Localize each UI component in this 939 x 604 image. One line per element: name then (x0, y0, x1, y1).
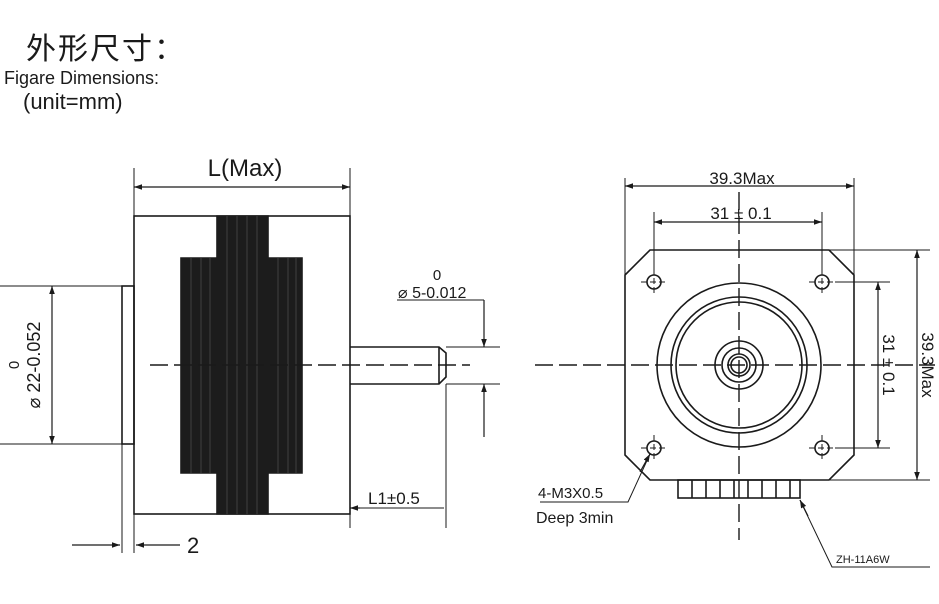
boss-tolerance-top: 0 (6, 361, 23, 369)
shaft-tolerance-top: 0 (433, 267, 441, 284)
flange-boss (121, 285, 135, 445)
stator-winding (180, 215, 303, 515)
shaft-diameter-label: ⌀ 5-0.012 (398, 285, 466, 302)
title-english: Figare Dimensions: (4, 68, 160, 88)
front-view (535, 178, 935, 568)
title-chinese: 外形尺寸： (26, 32, 186, 67)
connector-leader (799, 499, 930, 568)
holes-leader (540, 453, 651, 503)
overall-width-label: 39.3Max (709, 169, 775, 188)
hole-spacing-h-label: 31 ± 0.1 (710, 204, 771, 223)
holes-spec-label: 4-M3X0.5 (538, 485, 603, 502)
connector-label: ZH-11A6W (836, 554, 890, 566)
holes-depth-label: Deep 3min (536, 510, 613, 527)
connector-body (677, 479, 801, 499)
shaft-length-label: L1±0.5 (368, 489, 420, 508)
hole-spacing-v-label: 31 ± 0.1 (879, 334, 898, 395)
mounting-holes (641, 269, 835, 461)
boss-diameter-label: ⌀ 22-0.052 (24, 322, 44, 409)
side-view (0, 168, 500, 553)
flange-offset-label: 2 (187, 533, 199, 558)
length-label: L(Max) (208, 155, 283, 182)
unit-label: (unit=mm) (23, 89, 123, 114)
overall-height-label: 39.3Max (918, 332, 937, 398)
